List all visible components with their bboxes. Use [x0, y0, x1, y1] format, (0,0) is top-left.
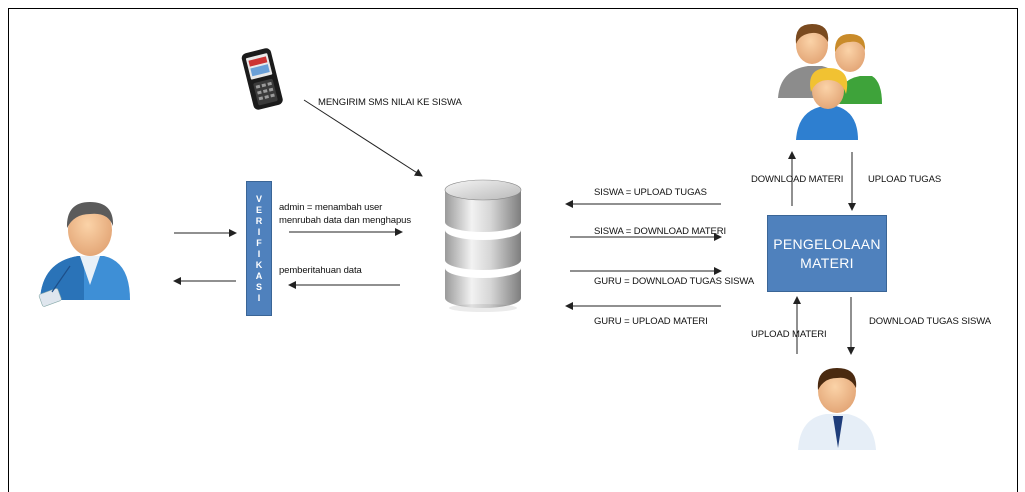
pengelolaan-materi-box: PENGELOLAAN MATERI — [767, 215, 887, 292]
verif-letter: R — [255, 215, 263, 226]
verif-letter: I — [257, 248, 261, 259]
admin-user-icon — [38, 202, 130, 307]
verif-letter: K — [255, 259, 263, 270]
verif-letter: E — [255, 204, 262, 215]
label-guru-download: GURU = DOWNLOAD TUGAS SISWA — [594, 276, 755, 287]
label-upload-materi: UPLOAD MATERI — [751, 329, 827, 340]
arrows — [173, 99, 856, 355]
verif-letter: F — [256, 237, 262, 248]
verifikasi-box: V E R I F I K A S I — [246, 181, 272, 316]
verif-letter: V — [255, 193, 262, 204]
label-siswa-download: SISWA = DOWNLOAD MATERI — [594, 226, 727, 237]
label-guru-upload: GURU = UPLOAD MATERI — [594, 316, 708, 327]
label-download-tugas-siswa: DOWNLOAD TUGAS SISWA — [869, 316, 992, 327]
arrow-sms-to-db — [303, 99, 423, 177]
verif-letter: I — [257, 226, 261, 237]
label-pemberitahuan: pemberitahuan data — [279, 265, 362, 276]
label-siswa-upload: SISWA = UPLOAD TUGAS — [594, 187, 707, 198]
label-admin-line2: menrubah data dan menghapus — [279, 215, 411, 226]
label-sms: MENGIRIM SMS NILAI KE SISWA — [318, 97, 462, 108]
verif-letter: I — [257, 292, 261, 303]
diagram-frame — [8, 8, 1018, 492]
verif-letter: A — [255, 270, 263, 281]
database-icon — [444, 179, 522, 312]
label-upload-tugas: UPLOAD TUGAS — [868, 174, 942, 185]
verif-letter: S — [255, 281, 262, 292]
students-group-icon — [778, 24, 882, 140]
label-download-materi: DOWNLOAD MATERI — [751, 174, 844, 185]
label-admin-line1: admin = menambah user — [279, 202, 383, 213]
mobile-phone-icon — [241, 48, 283, 110]
teacher-icon — [798, 368, 876, 450]
